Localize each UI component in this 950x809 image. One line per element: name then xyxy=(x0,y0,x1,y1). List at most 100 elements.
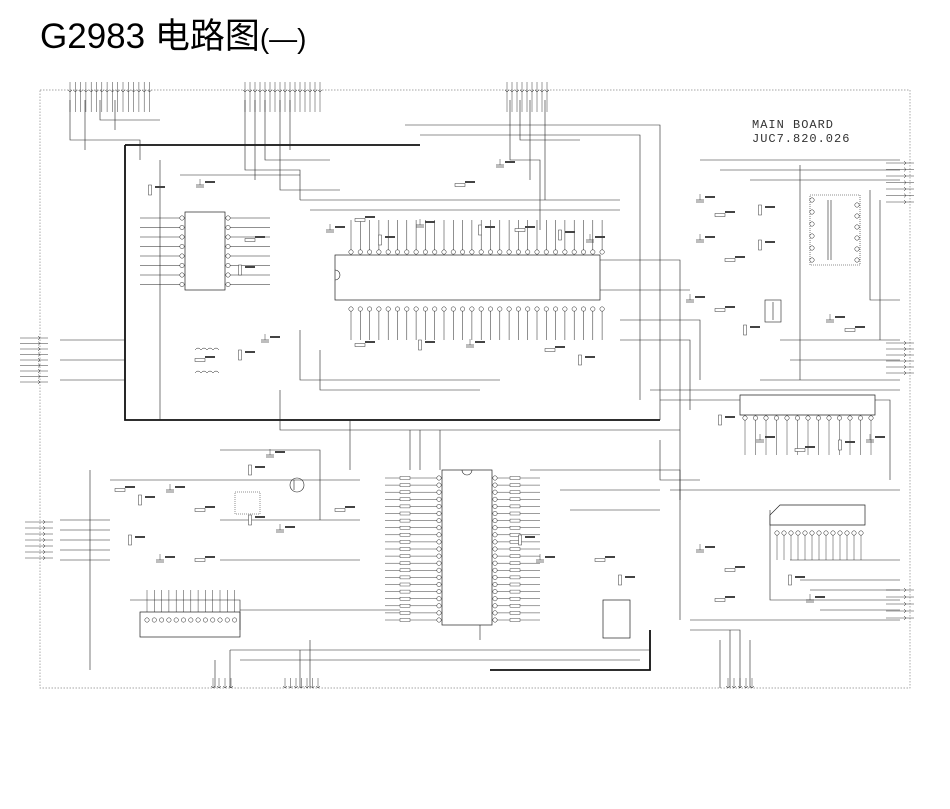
component-label xyxy=(205,356,215,358)
resistor xyxy=(399,575,411,580)
ic-pin xyxy=(795,530,801,536)
component-label xyxy=(255,516,265,518)
ic-pin xyxy=(492,475,498,481)
resistor xyxy=(399,604,411,608)
ic-pin xyxy=(599,249,605,255)
resistor xyxy=(544,348,556,352)
ic-pin xyxy=(179,263,185,268)
ic-pin xyxy=(436,496,442,502)
ic-pin xyxy=(357,249,363,255)
ic-pin xyxy=(225,225,231,230)
ic-pin xyxy=(225,234,231,240)
ic-pin xyxy=(809,221,815,227)
ic-pin xyxy=(492,518,498,524)
resistor xyxy=(509,518,521,523)
resistor xyxy=(399,561,411,565)
ic-pin xyxy=(763,415,769,421)
resistor xyxy=(399,589,411,594)
ic-pin xyxy=(217,617,223,623)
title-model: G2983 xyxy=(40,17,146,56)
resistor xyxy=(618,574,622,586)
resistor xyxy=(399,554,411,558)
resistor xyxy=(418,339,422,351)
resistor xyxy=(758,204,762,216)
component-label xyxy=(205,506,215,508)
ic-decoder xyxy=(184,211,226,291)
ic-pin xyxy=(854,257,860,263)
resistor xyxy=(578,354,582,366)
ic-pin xyxy=(809,197,815,203)
ic-pin xyxy=(460,249,466,255)
ic-pin xyxy=(210,617,216,623)
flyback-pins xyxy=(809,197,860,263)
component-label xyxy=(175,486,185,488)
ic-pin xyxy=(395,249,400,255)
ic-pin xyxy=(224,617,230,623)
ic-pin xyxy=(478,249,484,255)
ic-pin xyxy=(441,249,447,255)
ic-pin xyxy=(436,574,442,580)
ic-pin xyxy=(413,306,419,312)
ic-pin xyxy=(562,249,568,255)
ic-pin xyxy=(847,415,853,421)
ic-pin xyxy=(460,306,466,312)
component-label xyxy=(285,526,295,528)
ic-pin xyxy=(543,306,549,312)
ic-pin xyxy=(436,567,442,573)
component-label xyxy=(465,181,475,183)
ic-pin xyxy=(436,582,442,587)
component-label xyxy=(765,241,775,243)
ic-decoder-pins xyxy=(140,215,270,287)
ic-pin xyxy=(144,617,150,623)
heavy-bus xyxy=(124,144,660,671)
resistor xyxy=(844,328,856,332)
component-label xyxy=(155,186,165,188)
resistor xyxy=(399,483,411,487)
resistor xyxy=(514,228,526,232)
ic-pin xyxy=(195,617,201,623)
ic-pin xyxy=(805,415,811,421)
component-label xyxy=(875,436,885,438)
ic-audio-amp xyxy=(602,599,631,639)
ic-pin xyxy=(809,530,815,536)
flyback-transformer xyxy=(809,194,861,266)
ic-pin xyxy=(436,532,442,538)
component-label xyxy=(795,576,805,578)
component-label xyxy=(855,326,865,328)
ic-pin xyxy=(854,202,860,208)
ic-pin xyxy=(571,306,577,312)
resistor xyxy=(399,540,411,544)
resistor xyxy=(724,568,736,572)
component-label xyxy=(815,596,825,598)
ic-vertical-pins xyxy=(742,415,874,455)
component-label xyxy=(585,356,595,358)
ic-pin xyxy=(858,530,864,536)
ic-pin xyxy=(497,306,503,312)
component-label xyxy=(425,341,435,343)
resistor xyxy=(354,218,366,222)
ic-pin xyxy=(441,306,447,312)
component-label xyxy=(805,446,815,448)
ic-pin xyxy=(492,582,498,587)
ic-pin xyxy=(492,610,498,616)
ic-pin xyxy=(436,489,442,495)
resistor xyxy=(378,234,382,246)
resistor xyxy=(594,558,606,562)
resistor xyxy=(509,526,521,530)
ic-pin xyxy=(436,546,442,552)
resistor xyxy=(758,239,762,251)
resistor xyxy=(509,597,521,601)
ic-pin xyxy=(179,225,185,230)
ic-pin xyxy=(590,249,596,255)
component-label xyxy=(845,441,855,443)
ic-pin xyxy=(436,525,442,531)
resistor xyxy=(509,497,521,501)
ic-pin xyxy=(436,617,442,623)
component-label xyxy=(425,221,435,223)
component-label xyxy=(765,206,775,208)
ic-pin xyxy=(232,617,238,623)
resistor xyxy=(454,183,466,187)
resistor xyxy=(399,476,411,480)
ic-pin xyxy=(492,574,498,580)
ic-n701 xyxy=(441,469,493,626)
